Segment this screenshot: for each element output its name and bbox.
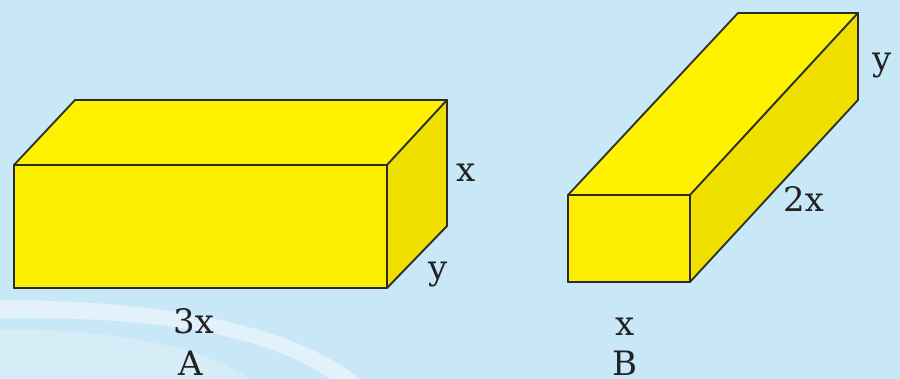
prism-b-height-label: y <box>871 39 892 79</box>
prism-a-top-face <box>13 99 448 166</box>
prism-b <box>567 12 859 283</box>
background-swoosh-inner <box>0 329 250 379</box>
prism-b-depth-label: 2x <box>783 180 824 220</box>
prism-a-front-face <box>13 164 388 289</box>
background-swoosh <box>0 300 360 379</box>
prism-b-width-label: x <box>615 304 634 344</box>
prism-a-height-label: x <box>456 150 475 190</box>
prism-a-depth-label: y <box>427 248 448 288</box>
prism-a <box>13 99 448 289</box>
prism-b-name: B <box>612 344 637 379</box>
prism-a-name: A <box>177 344 203 379</box>
prism-a-length-label: 3x <box>173 302 214 342</box>
prism-b-front-face <box>567 194 691 283</box>
